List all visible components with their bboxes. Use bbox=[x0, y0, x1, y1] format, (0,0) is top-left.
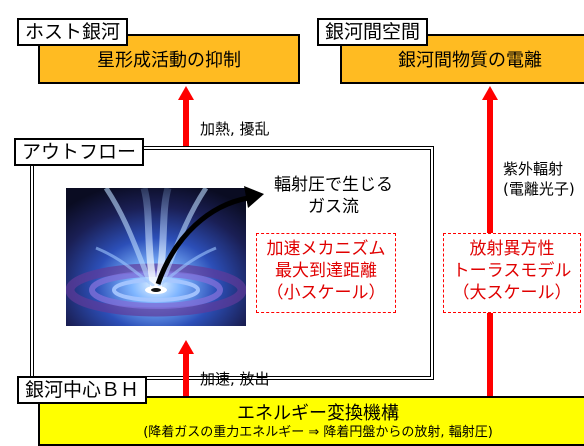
outflow-caption-line2: ガス流 bbox=[308, 197, 359, 217]
acceleration-arrow-shaft bbox=[183, 352, 189, 402]
mechanism-line2: 最大到達距離 bbox=[275, 261, 377, 281]
uv-arrow-head bbox=[482, 86, 498, 100]
torus-model-line1: 放射異方性 bbox=[469, 239, 555, 259]
central-bh-box: エネルギー変換機構 (降着ガスの重力エネルギー ⇒ 降着円盤からの放射, 輻射圧… bbox=[38, 396, 584, 446]
torus-model-line3: （大スケール） bbox=[452, 283, 572, 303]
torus-model-box: 放射異方性 トーラスモデル （大スケール） bbox=[443, 233, 581, 313]
mechanism-line1: 加速メカニズム bbox=[266, 239, 386, 259]
radiation-pressure-arrow bbox=[155, 186, 264, 285]
host-galaxy-box: 星形成活動の抑制 bbox=[38, 34, 300, 84]
acceleration-mechanism-box: 加速メカニズム 最大到達距離 （小スケール） bbox=[256, 233, 396, 313]
uv-label-line1: 紫外輻射 bbox=[503, 160, 564, 178]
central-bh-subtitle: (降着ガスの重力エネルギー ⇒ 降着円盤からの放射, 輻射圧) bbox=[143, 425, 493, 440]
outflow-tag: アウトフロー bbox=[14, 138, 145, 166]
acceleration-label: 加速, 放出 bbox=[200, 370, 270, 388]
central-bh-title: エネルギー変換機構 bbox=[237, 403, 399, 424]
accretion-disk-illustration bbox=[66, 188, 246, 326]
mechanism-line3: （小スケール） bbox=[266, 283, 386, 303]
heating-arrow-shaft bbox=[183, 98, 189, 148]
heating-label: 加熱, 擾乱 bbox=[200, 120, 270, 138]
outflow-caption-line1: 輻射圧で生じる bbox=[274, 175, 393, 195]
torus-model-line2: トーラスモデル bbox=[452, 261, 572, 281]
intergalactic-space-tag: 銀河間空間 bbox=[317, 18, 429, 46]
host-galaxy-tag: ホスト銀河 bbox=[17, 18, 129, 46]
intergalactic-space-box-label: 銀河間物質の電離 bbox=[398, 50, 542, 71]
acceleration-arrow-head bbox=[178, 340, 194, 354]
host-galaxy-box-label: 星形成活動の抑制 bbox=[97, 50, 241, 71]
central-bh-tag: 銀河中心ＢＨ bbox=[17, 376, 148, 404]
heating-arrow-head bbox=[178, 86, 194, 100]
uv-label-line2: (電離光子) bbox=[503, 180, 575, 198]
